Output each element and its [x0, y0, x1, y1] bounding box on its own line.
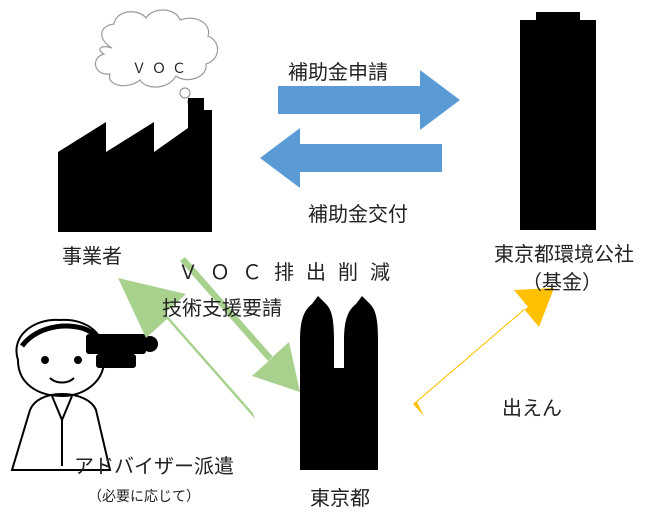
subsidy-application-arrow	[278, 70, 460, 130]
factory-icon	[58, 98, 212, 232]
tokyo-metro-label: 東京都	[310, 486, 370, 510]
office-building-icon	[520, 12, 596, 230]
voc-cloud-label: ＶＯＣ	[132, 61, 192, 77]
funding-label: 出えん	[502, 396, 562, 420]
voc-reduction-label: ＶＯＣ排出削減	[178, 260, 402, 284]
subsidy-grant-label: 補助金交付	[308, 202, 408, 226]
city-hall-icon	[300, 296, 378, 470]
environment-corp-fund-label: （基金）	[522, 270, 602, 294]
advisor-dispatch-label: アドバイザー派遣	[74, 454, 234, 478]
voc-cloud-icon	[94, 9, 219, 106]
advisor-note-label: （必要に応じて）	[88, 489, 200, 505]
environment-corp-label: 東京都環境公社	[494, 242, 634, 266]
subsidy-application-label: 補助金申請	[288, 60, 388, 84]
binoculars-icon	[86, 334, 158, 368]
business-operator-label: 事業者	[62, 244, 122, 268]
funding-arrow	[413, 288, 554, 416]
tech-support-request-arrow	[180, 257, 300, 392]
advisor-dispatch-arrow	[118, 278, 255, 419]
tech-support-request-label: 技術支援要請	[162, 296, 282, 320]
subsidy-grant-arrow	[260, 128, 442, 188]
